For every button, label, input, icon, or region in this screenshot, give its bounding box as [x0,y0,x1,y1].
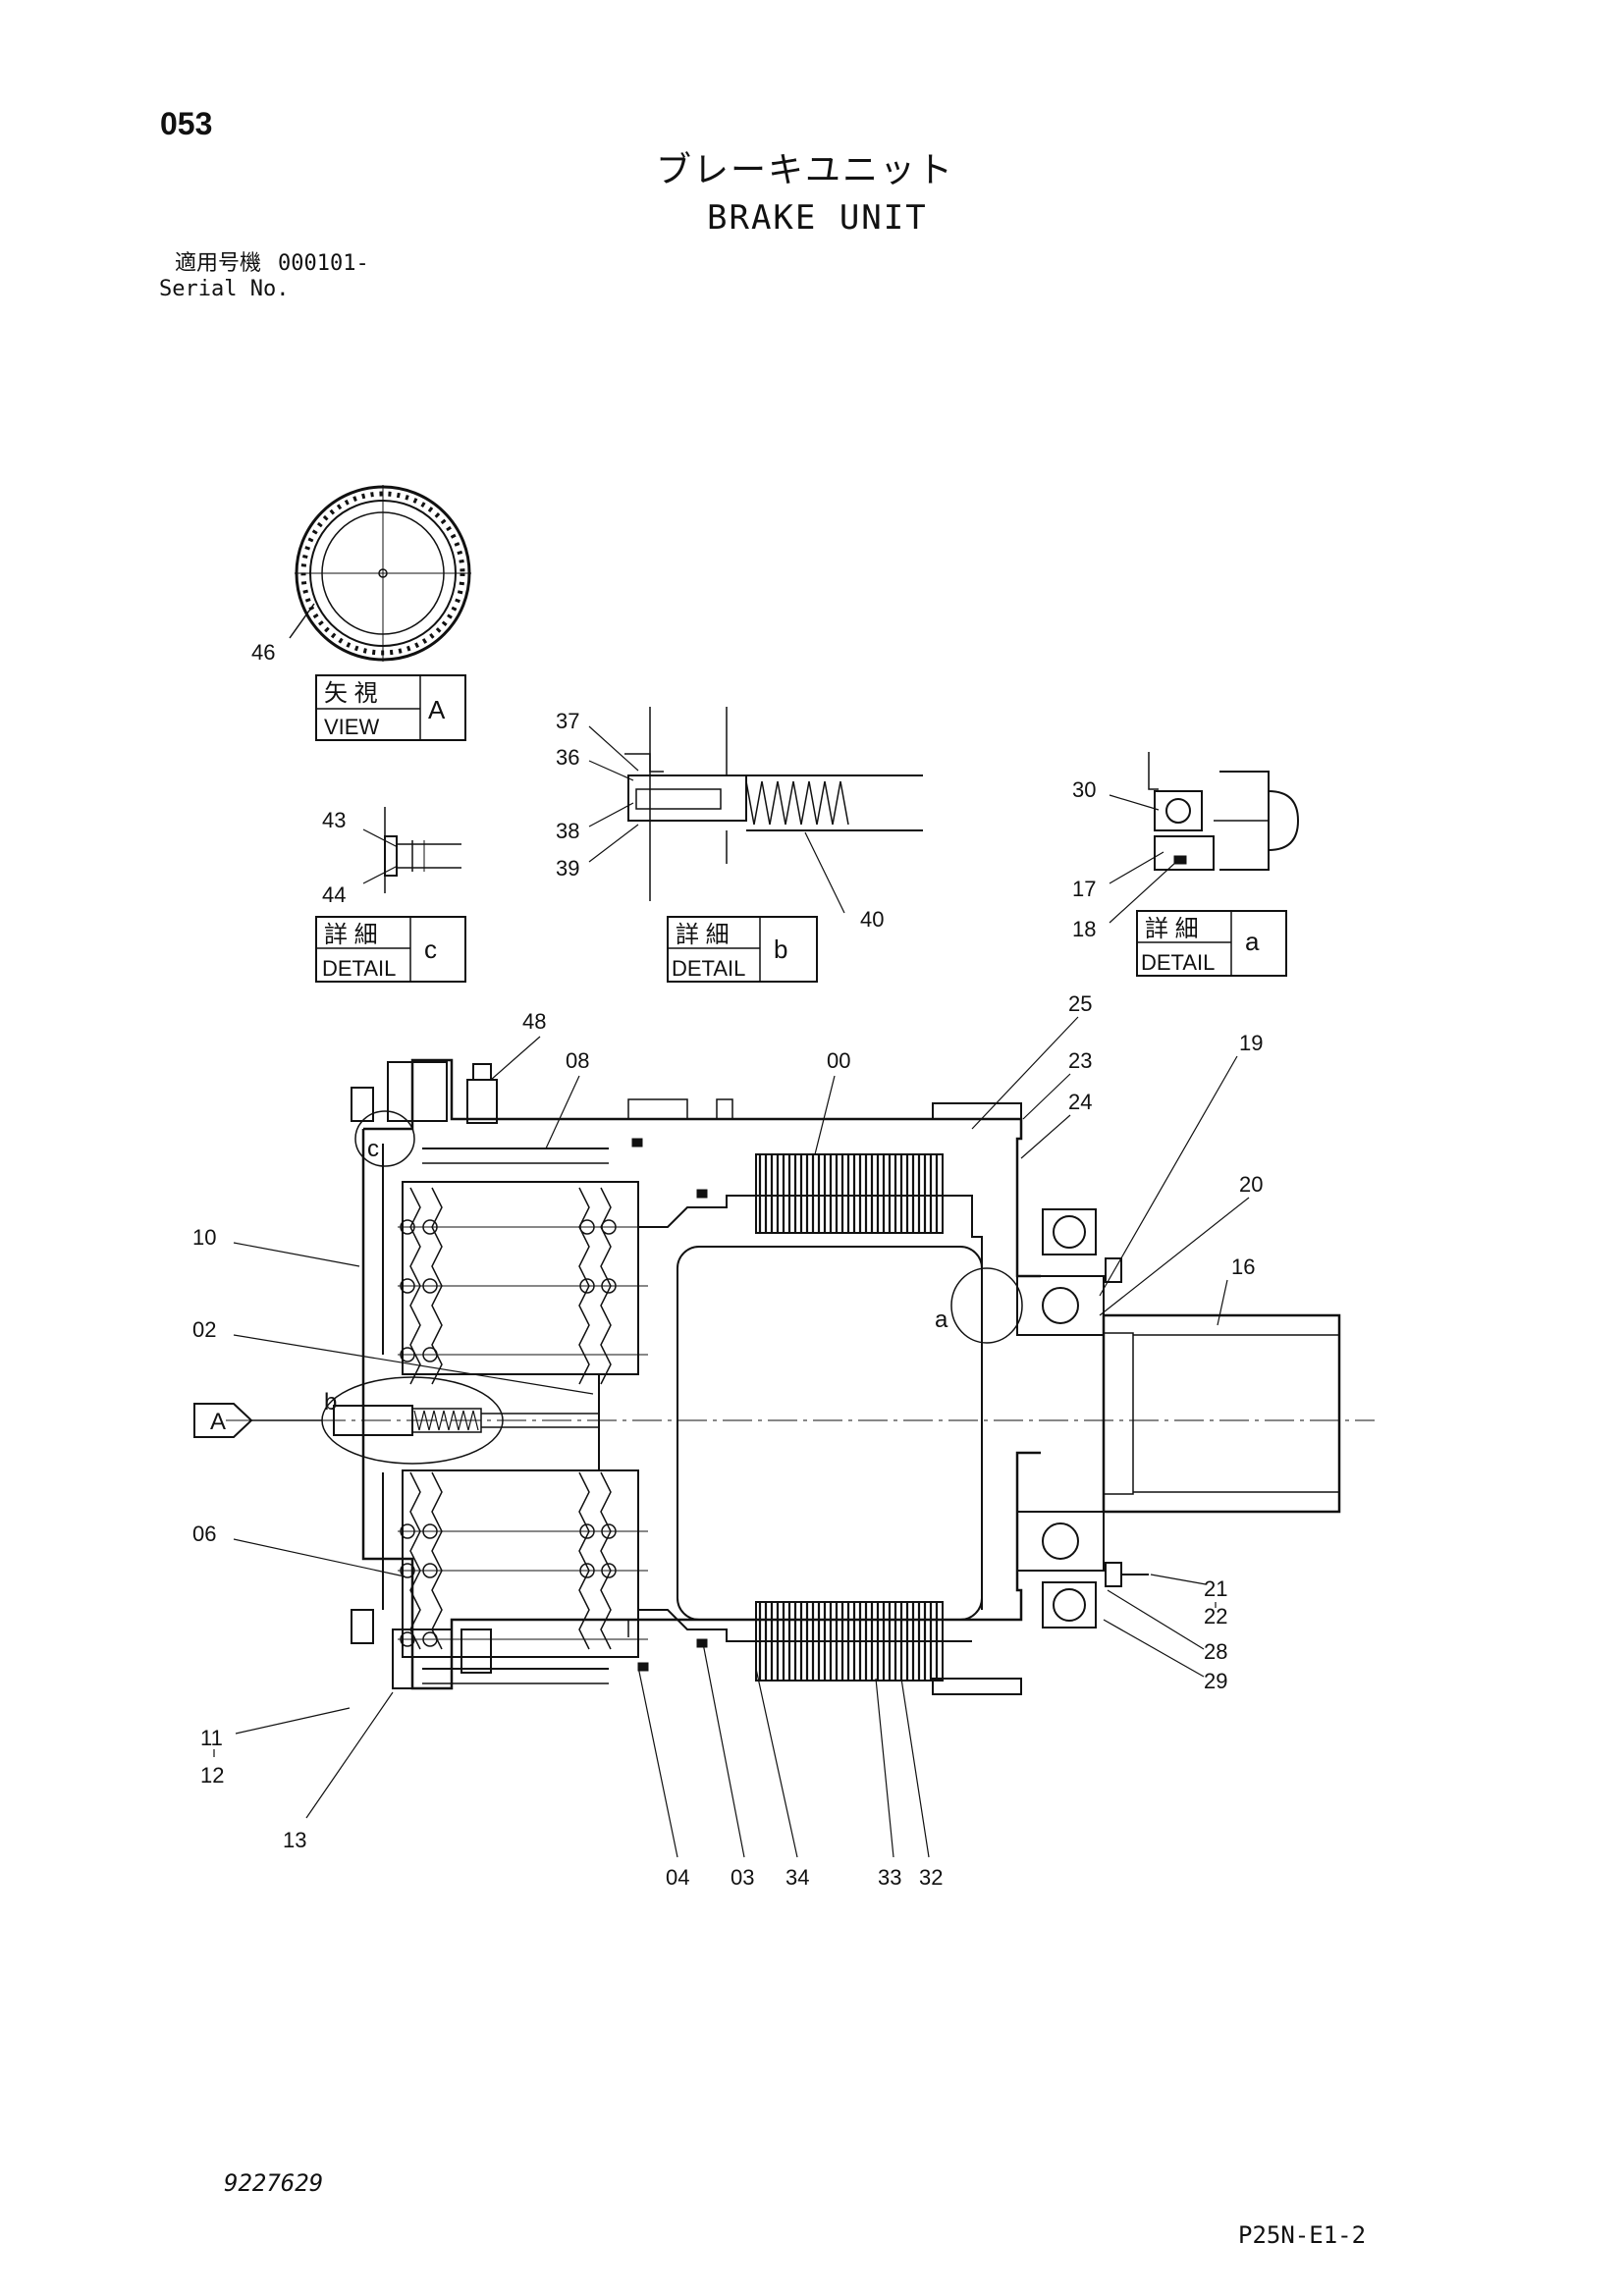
detail-c-box [315,916,466,983]
part-label: 16 [1231,1255,1255,1279]
serial-line: 適用号機 000101- [175,253,369,275]
part-label: 08 [566,1048,589,1073]
part-label: 06 [192,1522,216,1546]
view-a-jp: 矢 視 [324,680,378,707]
part-label: 20 [1239,1172,1263,1197]
view-a-ring [289,485,471,662]
detail-b-box [667,916,818,983]
serial-label-jp: 適用号機 [175,251,262,276]
part-label: 18 [1072,917,1096,941]
part-label: 03 [731,1865,754,1890]
detail-a-callout: a [935,1307,948,1333]
detail-a-en: DETAIL [1141,950,1215,975]
part-label: 17 [1072,877,1096,901]
part-label: 34 [785,1865,809,1890]
view-a-en: VIEW [324,715,379,739]
part-label: 23 [1068,1048,1092,1073]
part-label: 32 [919,1865,943,1890]
detail-a-box [1136,910,1287,977]
part-label: 22 [1204,1604,1227,1629]
part-label: 37 [556,709,579,733]
view-a-arrow-label: A [210,1409,226,1435]
part-label: 29 [1204,1669,1227,1693]
part-label: 39 [556,856,579,881]
detail-b-en: DETAIL [672,956,745,981]
detail-c-callout: c [367,1136,379,1162]
page-number: 053 [160,106,213,141]
detail-c-jp: 詳 細 [324,922,378,948]
part-label: 19 [1239,1031,1263,1055]
part-label: 13 [283,1828,306,1852]
part-label: 24 [1068,1090,1092,1114]
detail-b-jp: 詳 細 [676,922,730,948]
part-label: 28 [1204,1639,1227,1664]
sheet-code: P25N-E1-2 [1238,2221,1367,2249]
serial-label-en: Serial No. [159,277,290,301]
part-label: 04 [666,1865,689,1890]
detail-a-jp: 詳 細 [1145,916,1199,942]
detail-b-callout: b [324,1389,337,1415]
title-japanese: ブレーキユニット [656,150,955,190]
detail-b-drawing [588,707,923,914]
part-label: 43 [322,808,346,832]
serial-value: 000101- [278,251,369,276]
detail-c-en: DETAIL [322,956,396,981]
part-label: 48 [522,1009,546,1034]
detail-a-letter: a [1245,927,1260,956]
part-label: 00 [827,1048,850,1073]
part-label: 02 [192,1317,216,1342]
detail-c-drawing [362,807,461,893]
drawing-number: 9227629 [224,2169,324,2197]
view-a-box [315,674,466,741]
part-label: 21 [1204,1576,1227,1601]
detail-c-letter: c [424,934,437,964]
part-label: 33 [878,1865,901,1890]
part-label: 40 [860,907,884,932]
part-label: 30 [1072,777,1096,802]
part-label: 38 [556,819,579,843]
title-english: BRAKE UNIT [707,198,928,238]
detail-b-letter: b [774,934,787,964]
part-label: 11 [200,1726,223,1750]
part-label: 36 [556,745,579,770]
part-label: 44 [322,882,346,907]
leader-lines [233,1016,1250,1858]
part-label: 46 [251,640,275,665]
part-label: 25 [1068,991,1092,1016]
part-label: 12 [200,1763,224,1788]
part-label: 10 [192,1225,216,1250]
view-a-letter: A [428,695,446,724]
detail-a-drawing [1109,752,1300,924]
